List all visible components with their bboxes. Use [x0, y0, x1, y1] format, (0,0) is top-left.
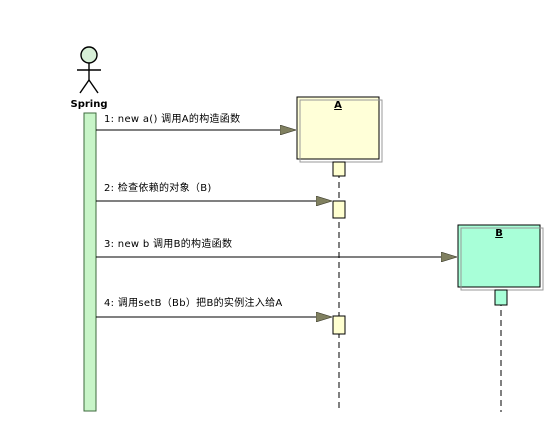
object-b-name: B [495, 228, 503, 239]
message-2[interactable]: 2: 检查依赖的对象（B) [96, 181, 332, 201]
object-b-box [457, 224, 541, 288]
message-4[interactable]: 4: 调用setB（Bb）把B的实例注入给A [96, 296, 332, 317]
message-3[interactable]: 3: new b 调用B的构造函数 [96, 237, 457, 257]
actor-activation-bar [83, 112, 97, 412]
object-a-activation-2 [332, 200, 346, 219]
message-3-label: 3: new b 调用B的构造函数 [104, 237, 232, 250]
message-2-label: 2: 检查依赖的对象（B) [104, 181, 212, 194]
actor-name: Spring [71, 99, 108, 110]
object-b[interactable]: B [457, 224, 544, 291]
object-a-box [296, 96, 380, 160]
stick-figure-icon [77, 46, 101, 94]
object-a-activation-3 [332, 315, 346, 335]
message-1[interactable]: 1: new a() 调用A的构造函数 [96, 112, 296, 130]
message-4-label: 4: 调用setB（Bb）把B的实例注入给A [104, 296, 283, 309]
object-a[interactable]: A [296, 96, 383, 163]
object-b-activation [494, 289, 508, 306]
actor-spring[interactable]: Spring [71, 46, 108, 110]
message-1-label: 1: new a() 调用A的构造函数 [104, 112, 240, 125]
object-a-name: A [334, 100, 342, 111]
object-a-activation-1 [332, 161, 346, 177]
